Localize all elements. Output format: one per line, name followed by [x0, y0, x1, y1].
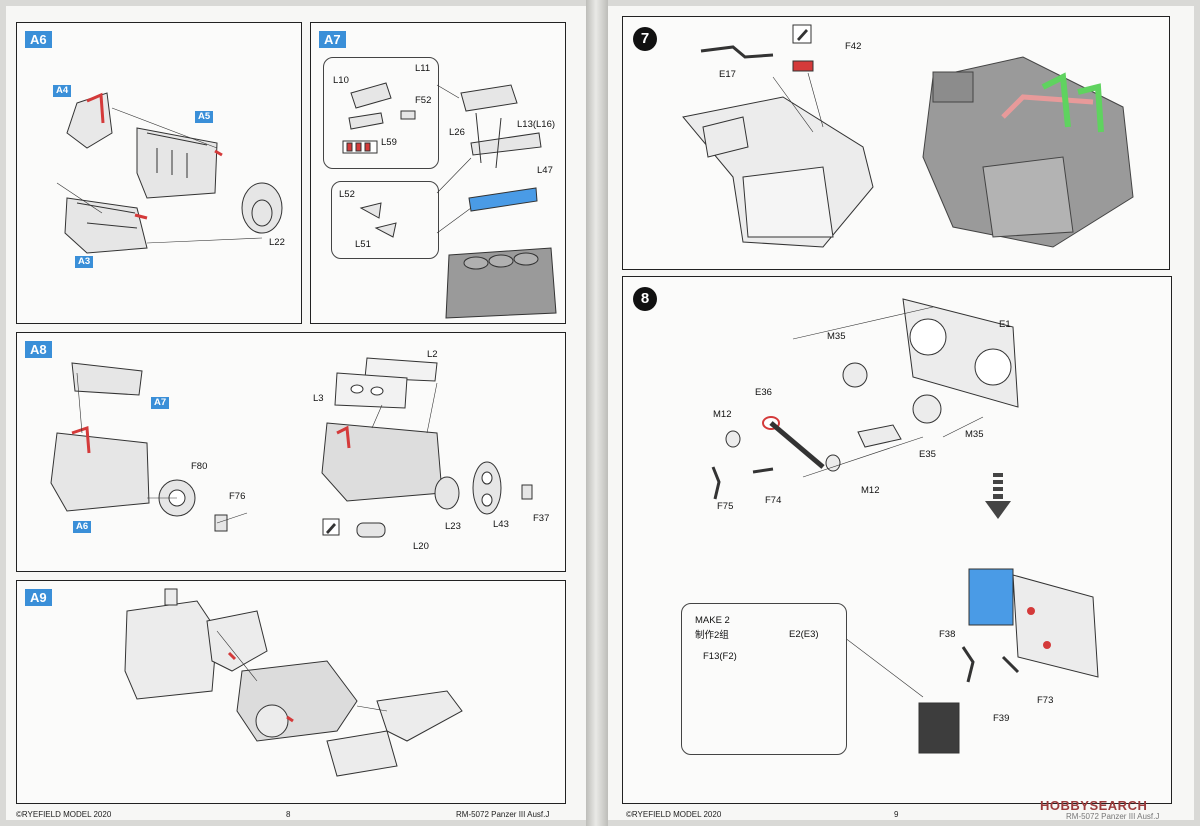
- watermark: HOBBYSEARCH: [1040, 798, 1148, 813]
- part-label-e1: E1: [999, 319, 1011, 330]
- page-number-left: 8: [286, 810, 291, 819]
- pencil-icon-wrap: [792, 24, 812, 44]
- a6-diagram: [56, 92, 283, 254]
- part-label-l43: L43: [493, 519, 509, 530]
- part-label-f38: F38: [939, 629, 956, 640]
- part-label-m12-right: M12: [861, 485, 880, 496]
- page-number-right: 9: [894, 810, 899, 819]
- part-label-l52: L52: [339, 189, 355, 200]
- pencil-icon-wrap: [322, 518, 340, 536]
- part-label-f80: F80: [191, 461, 208, 472]
- step8-diagram: [708, 298, 1099, 754]
- panel-step-8: 8: [622, 276, 1172, 804]
- part-label-a4: A4: [53, 85, 72, 97]
- part-label-a5: A5: [195, 111, 214, 123]
- part-label-l10: L10: [333, 75, 349, 86]
- panel-tag: A6: [25, 31, 52, 48]
- footer-brand-right: ©RYEFIELD MODEL 2020: [626, 810, 722, 819]
- page-gutter: [586, 0, 608, 826]
- part-label-f39: F39: [993, 713, 1010, 724]
- panel-a6: A6 A4 A5 A3 L22: [16, 22, 302, 324]
- part-label-a7: A7: [151, 397, 170, 409]
- down-arrow-icon-wrap: [985, 473, 1011, 519]
- step-number: 8: [633, 287, 657, 311]
- footer-brand-left: ©RYEFIELD MODEL 2020: [16, 810, 112, 819]
- part-label-l23: L23: [445, 521, 461, 532]
- a7-diagram: [342, 82, 557, 319]
- part-label-f37: F37: [533, 513, 550, 524]
- panel-step-7: 7 E17 F42: [622, 16, 1170, 270]
- a9-diagram: [124, 588, 463, 777]
- part-label-a6: A6: [73, 521, 92, 533]
- pencil-icon: [793, 25, 811, 43]
- part-label-e36: E36: [755, 387, 772, 398]
- down-arrow-icon: [985, 473, 1011, 519]
- part-label-l51: L51: [355, 239, 371, 250]
- part-label-l47: L47: [537, 165, 553, 176]
- panel-a8: A8 A7 A6 F8: [16, 332, 566, 572]
- part-label-l11: L11: [415, 63, 431, 74]
- part-label-f73: F73: [1037, 695, 1054, 706]
- part-label-l20: L20: [413, 541, 429, 552]
- part-label-m12-left: M12: [713, 409, 732, 420]
- part-label-f76: F76: [229, 491, 246, 502]
- a8-diagram: [50, 357, 533, 538]
- a7-sub-box-2: [331, 181, 439, 259]
- make-two-box: [681, 603, 847, 755]
- part-label-l3: L3: [313, 393, 324, 404]
- part-label-l13-l16: L13(L16): [517, 119, 556, 130]
- part-label-a3: A3: [75, 256, 94, 268]
- part-label-l26: L26: [449, 127, 465, 138]
- part-label-l22: L22: [269, 237, 285, 248]
- part-label-f52: F52: [415, 95, 432, 106]
- step7-diagram: [682, 24, 1134, 248]
- panel-tag: A7: [319, 31, 346, 48]
- footer-model-right: RM-5072 Panzer III Ausf.J: [1066, 812, 1160, 821]
- panel-tag: A8: [25, 341, 52, 358]
- panel-tag: A9: [25, 589, 52, 606]
- part-label-e17: E17: [719, 69, 736, 80]
- make-two-label-cn: 制作2组: [695, 630, 729, 641]
- panel-a7: A7 L11 L10 F52 L59 L26 L13(L16) L47: [310, 22, 566, 324]
- footer-model-left: RM-5072 Panzer III Ausf.J: [456, 810, 550, 819]
- part-label-f75: F75: [717, 501, 734, 512]
- pencil-icon: [323, 519, 339, 535]
- part-label-l59: L59: [381, 137, 397, 148]
- make-two-label: MAKE 2: [695, 615, 730, 626]
- part-label-l2: L2: [427, 349, 438, 360]
- part-label-f42: F42: [845, 41, 862, 52]
- step-number: 7: [633, 27, 657, 51]
- part-label-e2-e3: E2(E3): [789, 629, 819, 640]
- part-label-e35: E35: [919, 449, 936, 460]
- part-label-f13-f2: F13(F2): [703, 651, 737, 662]
- part-label-m35-bottom: M35: [965, 429, 984, 440]
- panel-a9: A9: [16, 580, 566, 804]
- part-label-m35-top: M35: [827, 331, 846, 342]
- part-label-f74: F74: [765, 495, 782, 506]
